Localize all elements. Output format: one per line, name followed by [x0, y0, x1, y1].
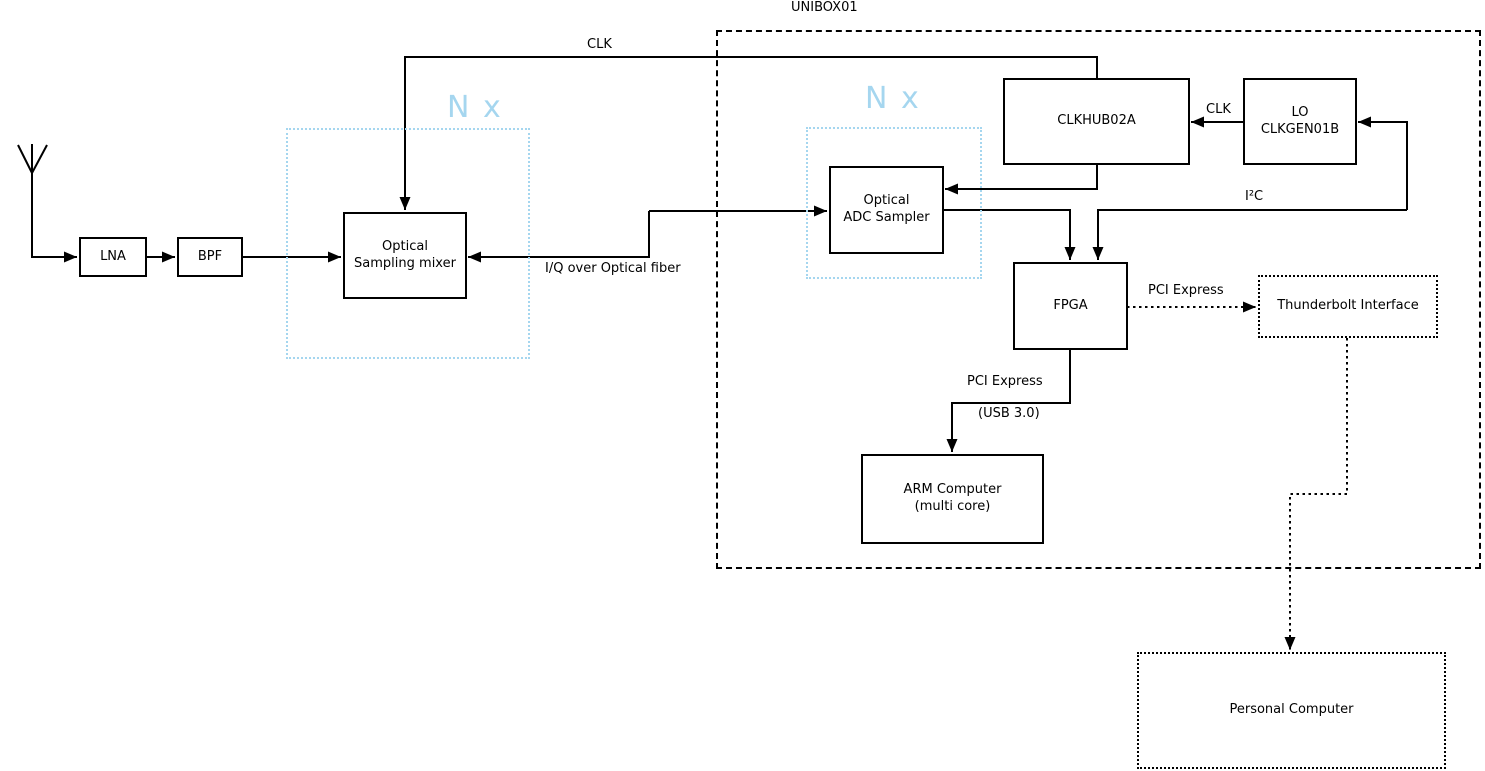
edge-label-clk-lo-hub: CLK	[1206, 102, 1231, 117]
block-mixer-label-line2: Sampling mixer	[354, 255, 456, 271]
block-clkhub-label: CLKHUB02A	[1057, 113, 1136, 129]
edge-label-i2c: I²C	[1245, 189, 1264, 204]
block-bpf: BPF	[177, 237, 243, 277]
block-lo-clkgen01b: LO CLKGEN01B	[1243, 78, 1357, 165]
nx-label-adc: N x	[865, 81, 921, 116]
antenna-icon	[17, 144, 48, 174]
block-optical-adc-sampler: Optical ADC Sampler	[829, 166, 944, 254]
nx-label-mixer: N x	[447, 90, 503, 125]
block-arm-label-line1: ARM Computer	[903, 482, 1002, 498]
block-arm-computer: ARM Computer (multi core)	[861, 454, 1044, 544]
unibox-title: UNIBOX01	[791, 0, 858, 15]
block-fpga: FPGA	[1013, 262, 1128, 350]
block-lo-label-line1: LO	[1291, 104, 1309, 120]
block-pc-label: Personal Computer	[1229, 702, 1354, 718]
region-unibox	[716, 30, 1481, 569]
wire-antenna-lna	[31, 144, 77, 263]
block-adc-label-line1: Optical	[863, 193, 910, 209]
block-thunderbolt-interface: Thunderbolt Interface	[1258, 275, 1438, 338]
edge-label-usb: (USB 3.0)	[978, 406, 1040, 421]
edge-label-clk-top: CLK	[587, 37, 612, 52]
block-lo-label-line2: CLKGEN01B	[1260, 121, 1340, 137]
block-adc-label-line2: ADC Sampler	[843, 210, 930, 225]
block-bpf-label: BPF	[197, 248, 223, 264]
block-personal-computer: Personal Computer	[1137, 652, 1446, 769]
edge-label-fiber: I/Q over Optical fiber	[545, 261, 681, 276]
edge-label-pci-thunderbolt: PCI Express	[1148, 283, 1224, 298]
block-optical-sampling-mixer: Optical Sampling mixer	[343, 212, 467, 299]
block-mixer-label-line1: Optical	[382, 238, 428, 254]
block-fpga-label: FPGA	[1053, 297, 1088, 313]
edge-label-pci-arm: PCI Express	[967, 374, 1043, 389]
block-thunderbolt-label: Thunderbolt Interface	[1277, 298, 1419, 314]
block-clkhub02a: CLKHUB02A	[1003, 78, 1190, 165]
block-lna: LNA	[79, 237, 147, 277]
block-lna-label: LNA	[100, 248, 126, 264]
block-arm-label-line2: (multi core)	[914, 499, 991, 514]
